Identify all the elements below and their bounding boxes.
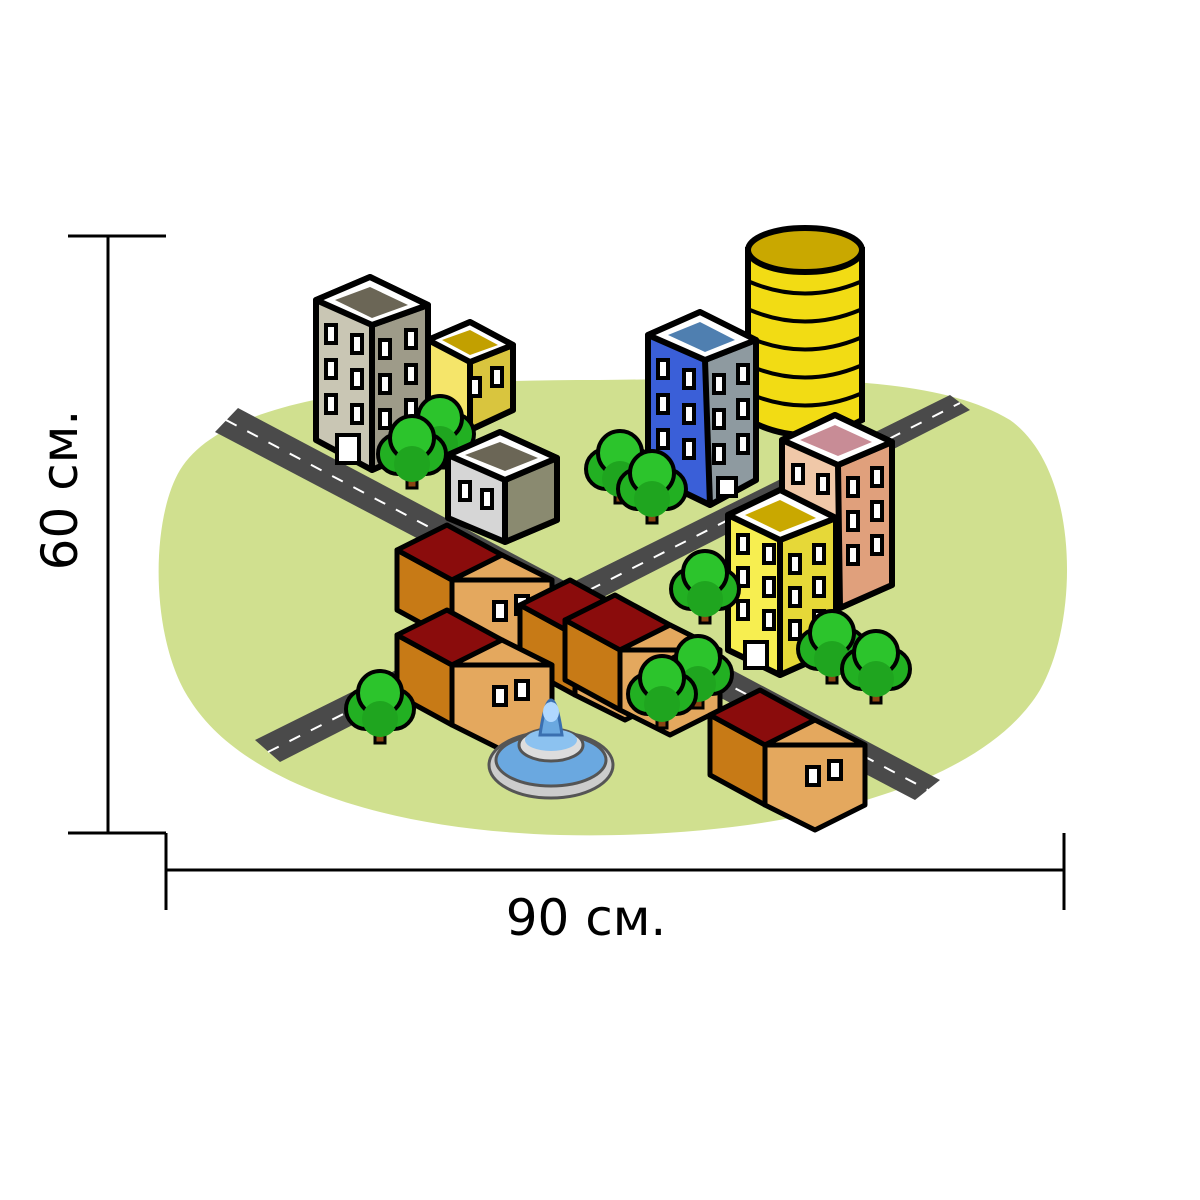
yellow-cylinder-tower — [745, 225, 865, 438]
blue-office-tower — [645, 309, 759, 508]
gray-block — [445, 429, 560, 545]
height-label: 60 см. — [31, 409, 89, 571]
width-dimension — [164, 833, 1066, 910]
fountain — [487, 698, 615, 800]
width-label: 90 см. — [505, 889, 667, 947]
height-dimension — [68, 234, 166, 835]
yellow-tower — [725, 487, 839, 678]
